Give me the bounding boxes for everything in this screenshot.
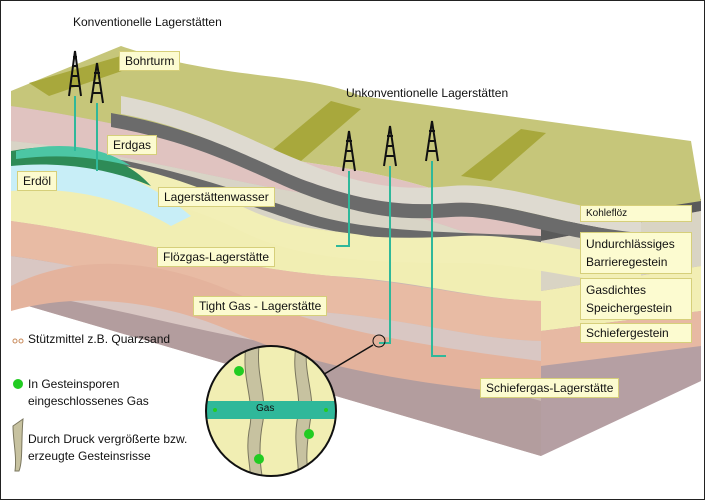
surface-stripe-3 [461, 129, 546, 181]
layer-shale-front [11, 221, 541, 341]
legend-stuetzmittel: Stützmittel z.B. Quarzsand [28, 332, 171, 346]
well-pipes [74, 96, 446, 357]
coal-band [111, 113, 641, 246]
legend-poren: In Gesteinsporen eingeschlossenes Gas [28, 377, 149, 408]
inset-border [205, 345, 337, 477]
inset-pointer [320, 344, 374, 377]
layer-label-barriere: Undurchlässiges Barrieregestein [580, 232, 692, 274]
layer-coal-front [61, 151, 541, 243]
callout-lagerstaettenwasser: Lagerstättenwasser [158, 187, 275, 207]
callout-schiefergas: Schiefergas-Lagerstätte [480, 378, 620, 398]
oil-zone [11, 147, 151, 186]
heading-conventional: Konventionelle Lagerstätten [73, 15, 222, 29]
legend-gas-dot-icon [13, 379, 23, 389]
inset-magnifier [206, 346, 336, 476]
legend-proppant-icon [12, 338, 24, 344]
surface-stripe-2 [271, 101, 361, 161]
derrick-icon [68, 50, 439, 172]
callout-bohrturm: Bohrturm [119, 51, 181, 71]
callout-erdoel: Erdöl [17, 171, 58, 191]
heading-unconventional: Unkonventionelle Lagerstätten [346, 86, 509, 100]
barrier-band [121, 96, 641, 233]
tight-gas-marker [372, 334, 386, 348]
callout-erdgas: Erdgas [107, 135, 158, 155]
gas-zone [16, 146, 131, 166]
layer-label-schiefer: Schiefergestein [580, 323, 692, 343]
legend-risse: Durch Druck vergrößerte bzw. erzeugte Ge… [28, 432, 188, 463]
callout-floezgas: Flözgas-Lagerstätte [157, 247, 276, 267]
callout-tightgas: Tight Gas - Lagerstätte [193, 296, 328, 316]
inset-gas-label: Gas [256, 403, 275, 414]
legend-fracture-icon [12, 417, 24, 472]
layer-salmon-arch [11, 263, 541, 396]
reservoir-band [21, 151, 641, 286]
layer-label-kohlefloez: Kohleflöz [580, 205, 692, 222]
layer-label-speicher: Gasdichtes Speichergestein [580, 278, 692, 320]
top-surface [11, 46, 701, 226]
